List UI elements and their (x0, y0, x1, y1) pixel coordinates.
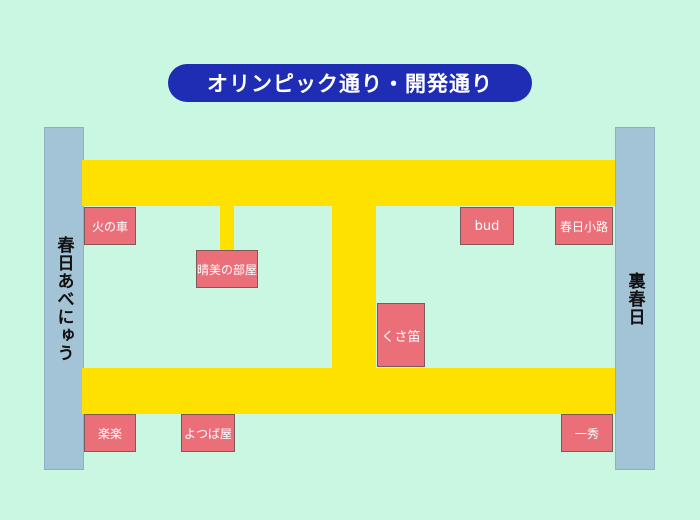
map-title: オリンピック通り・開発通り (168, 64, 532, 102)
street-kasuga-avenue-label: 春日あべにゅう (53, 235, 74, 362)
shop-bud: bud (460, 207, 514, 245)
shop-hi-no-kuruma: 火の車 (84, 207, 136, 245)
shop-rakuraku: 楽楽 (84, 414, 136, 452)
shop-kasuga-koji: 春日小路 (555, 207, 613, 245)
shop-harumi-no-heya: 晴美の部屋 (196, 250, 258, 288)
street-kasuga-avenue: 春日あべにゅう (44, 127, 84, 470)
road-top (82, 160, 615, 206)
road-bottom (82, 368, 615, 414)
street-ura-kasuga-label: 裏春日 (624, 271, 645, 326)
road-small-branch (220, 206, 234, 251)
shop-kusabue: くさ笛 (377, 303, 425, 367)
road-center-connector (332, 206, 376, 368)
street-ura-kasuga: 裏春日 (615, 127, 655, 470)
shop-isshu: 一秀 (561, 414, 613, 452)
shop-yotsubaya: よつば屋 (181, 414, 235, 452)
